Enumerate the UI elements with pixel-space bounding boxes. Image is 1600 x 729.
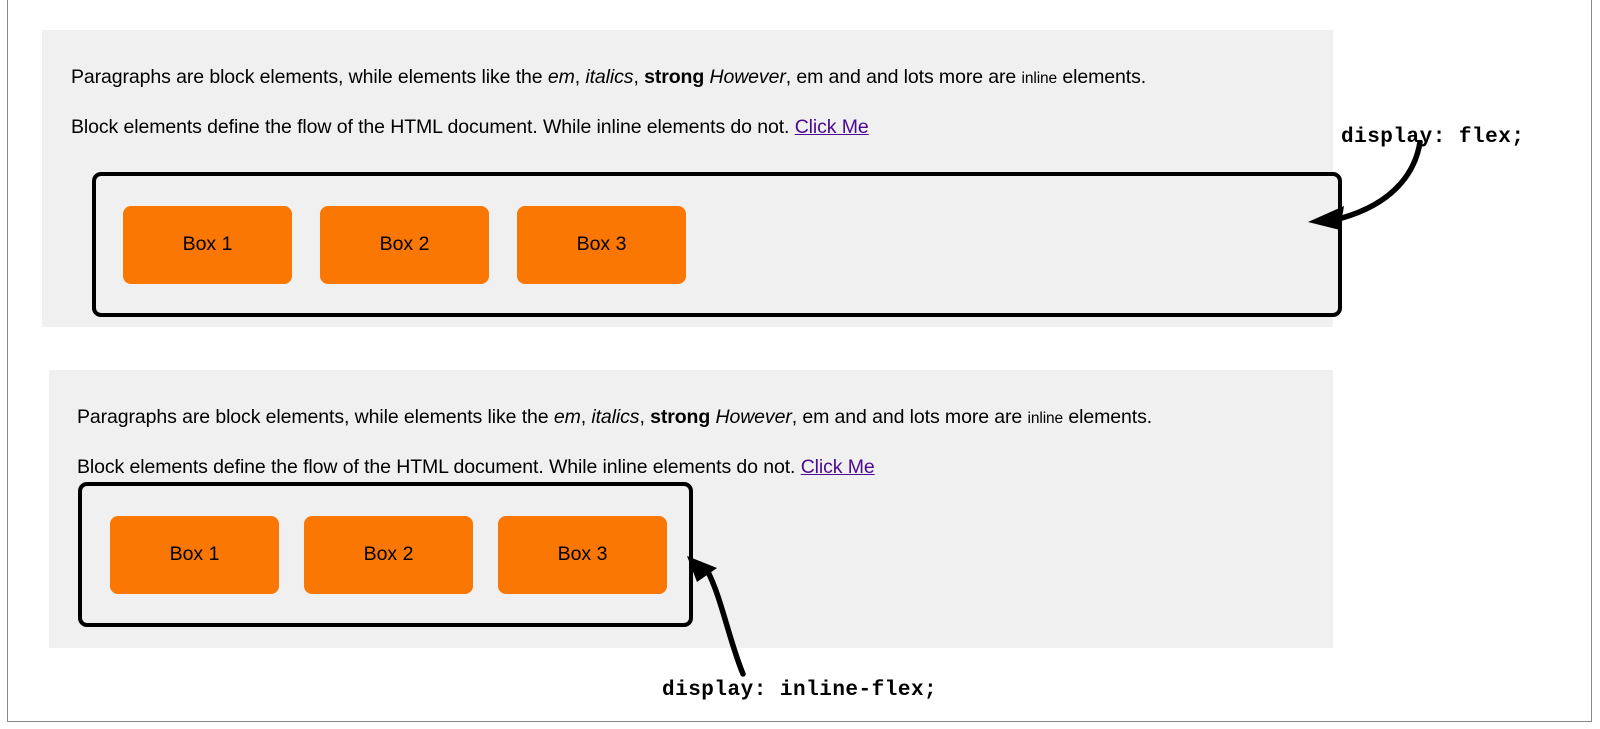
inline-flex-box-1[interactable]: Box 1 <box>110 515 279 594</box>
annotation-inline-flex-label: display: inline-flex; <box>662 679 938 702</box>
paragraph-tail-text: , em and and lots more are <box>785 66 1022 88</box>
flex-box-1[interactable]: Box 1 <box>123 205 292 284</box>
separator-comma-2: , <box>633 66 645 88</box>
paragraph-end-text-2: elements. <box>1063 406 1153 428</box>
flex-demo-section: Paragraphs are block elements, while ele… <box>42 30 1342 327</box>
strong-text: strong <box>644 66 705 88</box>
paragraph-lead-text-2: Paragraphs are block elements, while ele… <box>77 406 554 428</box>
however-italic-text: However <box>709 66 786 88</box>
strong-text-2: strong <box>650 406 711 428</box>
inline-flex-box-2-label: Box 2 <box>363 543 414 565</box>
inline-small-text: inline <box>1021 70 1058 87</box>
flex-box-2[interactable]: Box 2 <box>320 205 489 284</box>
paragraph-end-text: elements. <box>1057 66 1147 88</box>
paragraph-tail-text-2: , em and and lots more are <box>791 406 1028 428</box>
inline-flex-box-3[interactable]: Box 3 <box>498 515 667 594</box>
click-me-link[interactable]: Click Me <box>794 115 869 138</box>
paragraph-block-flow-2: Block elements define the flow of the HT… <box>77 455 1307 478</box>
inline-flex-box-2[interactable]: Box 2 <box>304 515 473 594</box>
browser-viewport-frame: Paragraphs are block elements, while ele… <box>7 0 1592 722</box>
inline-small-text-2: inline <box>1027 410 1064 427</box>
flex-box-2-label: Box 2 <box>379 233 430 255</box>
however-italic-text-2: However <box>715 406 792 428</box>
inline-flex-container: Box 1 Box 2 Box 3 <box>78 482 693 627</box>
separator-comma-1: , <box>574 66 586 88</box>
paragraph-inline-elements: Paragraphs are block elements, while ele… <box>71 66 1307 88</box>
paragraph-block-flow: Block elements define the flow of the HT… <box>71 115 1307 138</box>
separator-comma-2-b: , <box>639 406 651 428</box>
paragraph-lead-text: Paragraphs are block elements, while ele… <box>71 66 548 88</box>
flex-box-3-label: Box 3 <box>576 233 627 255</box>
flex-container: Box 1 Box 2 Box 3 <box>92 172 1342 317</box>
italics-text-2: italics <box>591 406 640 428</box>
paragraph-2-lead-text: Block elements define the flow of the HT… <box>71 115 795 138</box>
em-text-2: em <box>553 406 581 428</box>
paragraph-inline-elements-2: Paragraphs are block elements, while ele… <box>77 406 1307 428</box>
flex-box-3[interactable]: Box 3 <box>517 205 686 284</box>
flex-box-1-label: Box 1 <box>182 233 233 255</box>
em-text: em <box>547 66 575 88</box>
click-me-link-2[interactable]: Click Me <box>800 455 875 478</box>
italics-text: italics <box>585 66 634 88</box>
inline-flex-box-1-label: Box 1 <box>169 543 220 565</box>
paragraph-2-lead-text-2: Block elements define the flow of the HT… <box>77 455 801 478</box>
annotation-flex-label: display: flex; <box>1341 126 1525 149</box>
separator-comma-1-b: , <box>580 406 592 428</box>
inline-flex-box-3-label: Box 3 <box>557 543 608 565</box>
